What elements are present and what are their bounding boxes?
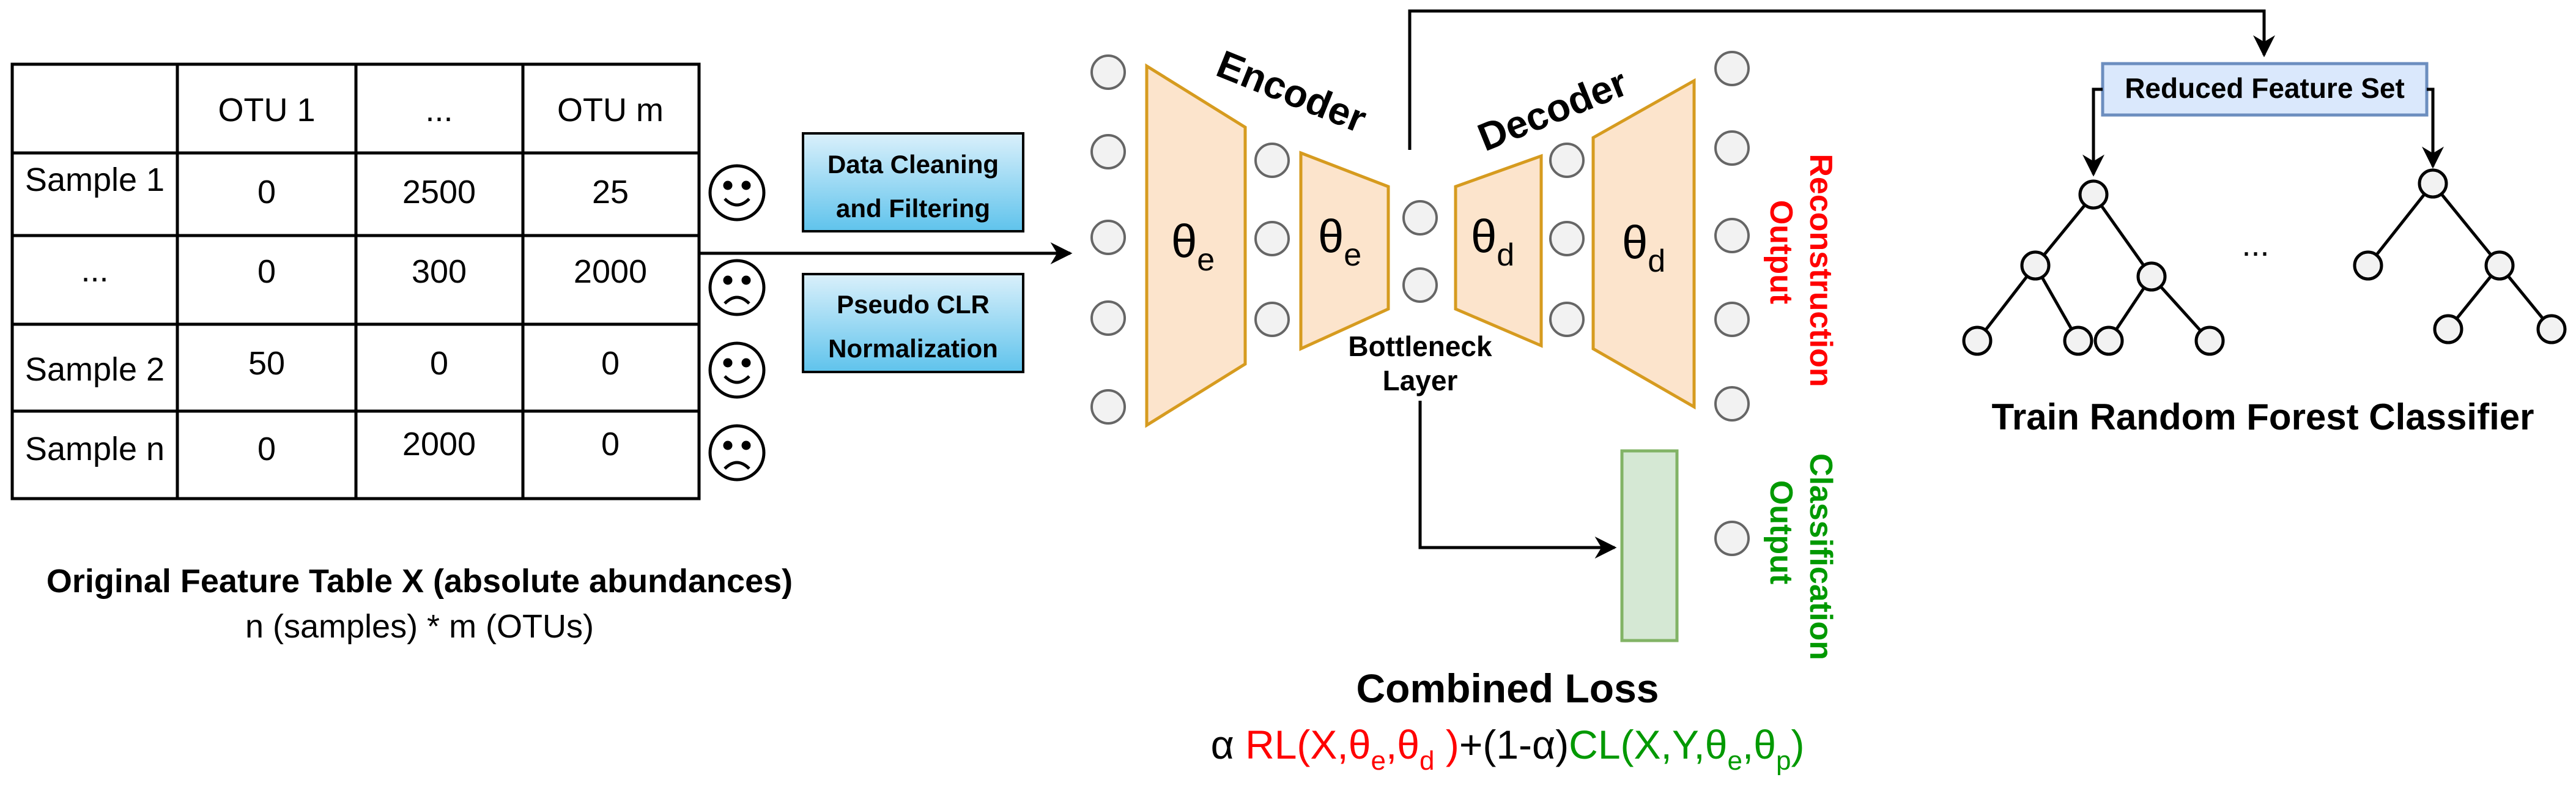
table-cell: 50 — [248, 345, 285, 382]
table-cell: 0 — [601, 426, 620, 463]
tree-node — [2020, 250, 2051, 281]
combined-loss-title: Combined Loss — [1356, 666, 1659, 711]
step-normalization-line2: Normalization — [828, 334, 998, 363]
tree-node — [2194, 325, 2225, 356]
table-cell: 2000 — [574, 253, 647, 290]
decision-tree-1 — [1962, 179, 2225, 356]
trees-ellipsis: ... — [2241, 226, 2269, 263]
header-otu-1: OTU 1 — [218, 92, 315, 128]
tree-node — [2536, 314, 2567, 344]
bottleneck-to-reduced-arrow — [1408, 9, 2275, 150]
decoder-layer-1 — [1454, 154, 1543, 348]
bottleneck-neuron — [1402, 267, 1438, 303]
table-cell: 2000 — [402, 426, 476, 463]
preprocessing-step-normalization: Pseudo CLR Normalization — [802, 273, 1024, 373]
table-cell: 0 — [257, 253, 276, 290]
reduced-to-tree1-arrow — [2082, 87, 2104, 177]
sad-face-icon — [708, 259, 766, 316]
tree-node — [2078, 179, 2109, 210]
table-title: Original Feature Table X (absolute abund… — [46, 563, 793, 600]
combined-loss-formula: α RL(X,θe,θd )+(1-α)CL(X,Y,θe,θp) — [1211, 722, 1805, 776]
encoder-layer-1 — [1145, 63, 1247, 428]
reduced-to-tree2-arrow — [2422, 87, 2444, 169]
table-text: OTU 1 ... OTU m Sample 1 0 2500 25 ... 0… — [25, 92, 664, 467]
output-neuron — [1714, 130, 1750, 166]
output-neuron — [1714, 386, 1750, 422]
hidden-neuron — [1549, 302, 1585, 337]
sample-label-icons — [708, 164, 766, 481]
theta-decoder-1: θd — [1471, 210, 1514, 273]
decoder-layer-2 — [1591, 78, 1696, 410]
table-cell: 2500 — [402, 174, 476, 210]
input-neuron — [1090, 220, 1126, 255]
tree-node — [2433, 314, 2463, 344]
tree-node — [2353, 250, 2383, 281]
feature-table — [10, 62, 701, 500]
hidden-neuron — [1254, 302, 1290, 337]
bottleneck-label-line1: Bottleneck — [1348, 330, 1492, 362]
random-forest-trees — [1962, 168, 2567, 356]
happy-face-icon — [708, 341, 766, 399]
row-label: ... — [81, 252, 108, 289]
reconstruction-line2: Output — [1763, 200, 1799, 304]
bottleneck-to-classifier-arrow — [1418, 401, 1617, 559]
tree-node — [2484, 250, 2515, 281]
bottleneck-neuron — [1402, 200, 1438, 236]
tree-node — [2418, 168, 2448, 199]
reconstruction-output-label: Reconstruction Output — [1763, 154, 1838, 387]
hidden-neuron — [1549, 221, 1585, 256]
table-cell: 300 — [412, 253, 467, 290]
classification-neuron — [1714, 521, 1750, 556]
step-normalization-line1: Pseudo CLR — [837, 290, 990, 319]
bottleneck-label-line2: Layer — [1383, 365, 1458, 396]
input-neuron — [1090, 54, 1126, 90]
hidden-neuron — [1549, 143, 1585, 178]
reduced-feature-set-label: Reduced Feature Set — [2125, 72, 2405, 104]
table-subtitle: n (samples) * m (OTUs) — [245, 608, 594, 645]
step-cleaning-line1: Data Cleaning — [827, 150, 999, 179]
table-cell: 0 — [430, 345, 448, 382]
input-neuron — [1090, 300, 1126, 336]
header-ellipsis: ... — [425, 92, 453, 128]
table-cell: 0 — [601, 345, 620, 382]
table-cell: 0 — [257, 174, 276, 210]
classifier-head — [1620, 449, 1679, 642]
input-neuron — [1090, 134, 1126, 169]
input-neuron — [1090, 389, 1126, 425]
row-label: Sample 1 — [25, 162, 165, 198]
tree-node — [2136, 261, 2167, 292]
theta-encoder-1: θe — [1171, 215, 1215, 278]
hidden-neuron — [1254, 221, 1290, 256]
output-neuron — [1714, 51, 1750, 86]
happy-face-icon — [708, 164, 766, 221]
row-label: Sample 2 — [25, 351, 165, 388]
tree-node — [1962, 325, 1993, 356]
output-neuron — [1714, 302, 1750, 337]
output-neuron — [1714, 218, 1750, 253]
neuron-nodes — [1090, 51, 1750, 556]
classification-line1: Classification — [1803, 453, 1838, 660]
table-cell: 25 — [592, 174, 629, 210]
decision-tree-2 — [2353, 168, 2567, 344]
header-otu-m: OTU m — [557, 92, 664, 128]
theta-encoder-2: θe — [1318, 210, 1361, 273]
tree-node — [2093, 325, 2124, 356]
sad-face-icon — [708, 424, 766, 481]
classification-output-label: Classification Output — [1763, 453, 1838, 660]
tree-node — [2063, 325, 2093, 356]
reconstruction-line1: Reconstruction — [1803, 154, 1838, 387]
row-label: Sample n — [25, 431, 165, 467]
random-forest-title: Train Random Forest Classifier — [1992, 396, 2534, 437]
hidden-neuron — [1254, 143, 1290, 178]
theta-decoder-2: θd — [1622, 217, 1665, 279]
preprocessing-step-cleaning: Data Cleaning and Filtering — [802, 132, 1024, 232]
step-cleaning-line2: and Filtering — [836, 194, 990, 223]
autoencoder-layers — [1145, 63, 1696, 428]
encoder-layer-2 — [1299, 151, 1390, 351]
table-cell: 0 — [257, 431, 276, 467]
classification-line2: Output — [1763, 480, 1799, 584]
